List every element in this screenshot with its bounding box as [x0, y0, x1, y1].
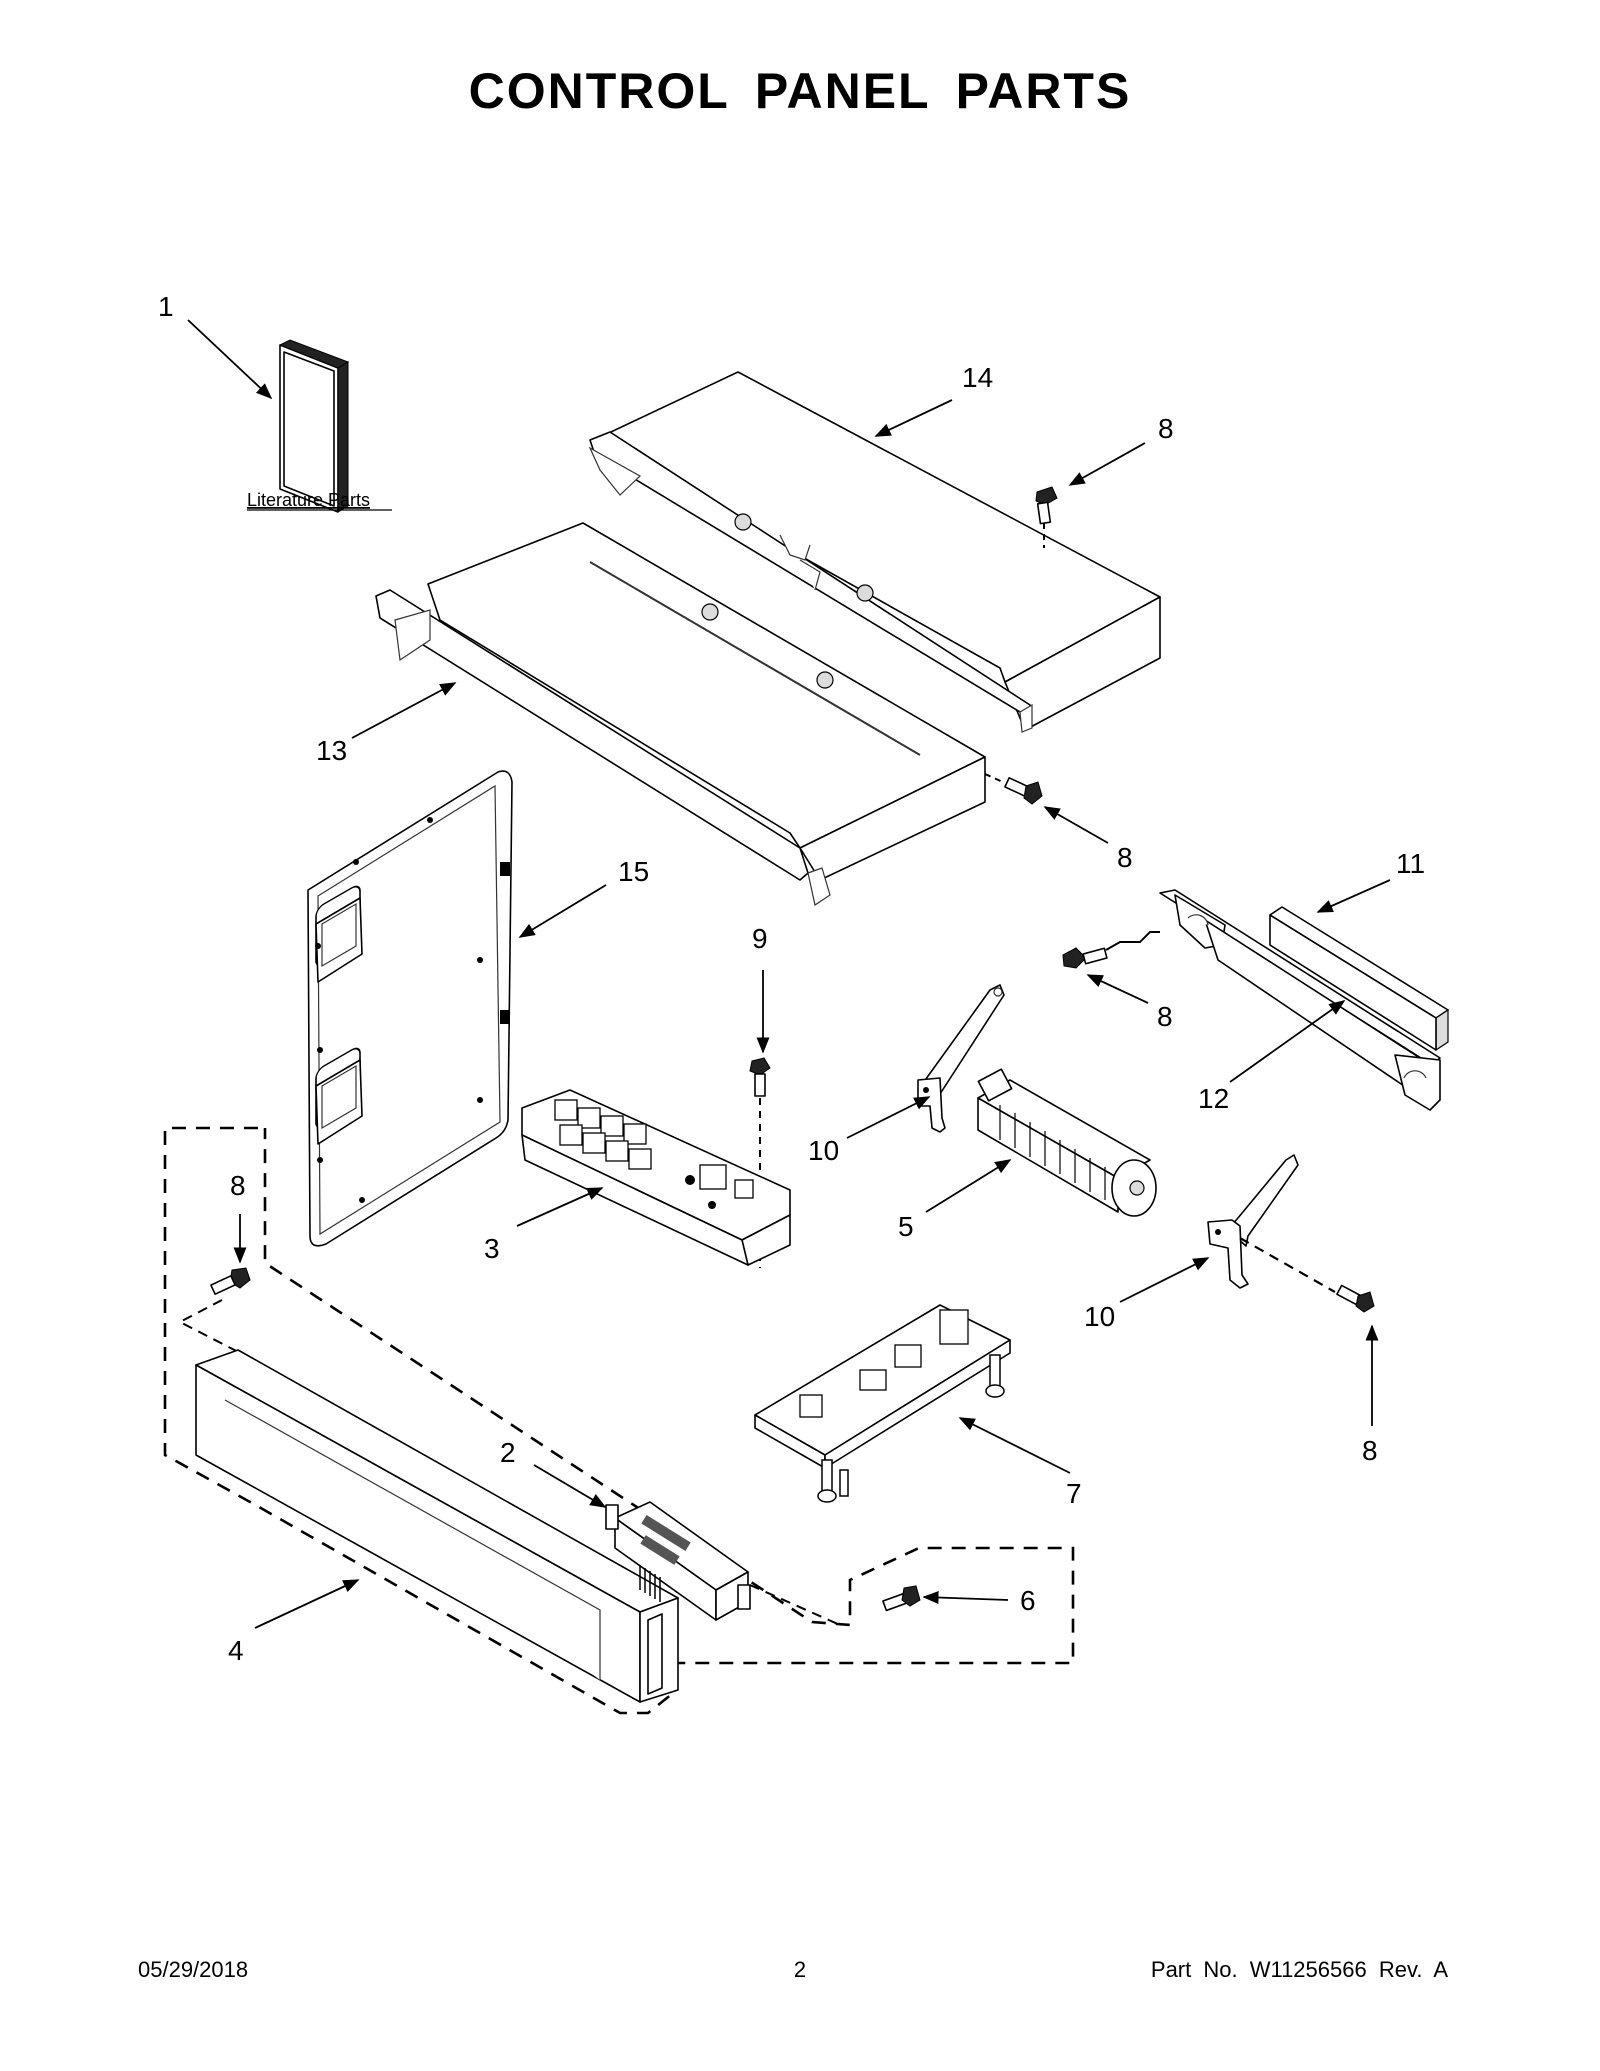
- callout-9: 9: [752, 923, 768, 954]
- latch-arm-left: [917, 984, 1005, 1133]
- callout-7: 7: [1066, 1478, 1082, 1509]
- relay-board: [521, 1089, 791, 1266]
- control-board: [754, 1304, 1011, 1503]
- callout-5: 5: [898, 1211, 914, 1242]
- leader-1: [187, 319, 273, 400]
- page-title: CONTROL PANEL PARTS: [468, 63, 1132, 119]
- screw-six: [882, 1585, 921, 1612]
- leader-15: [518, 884, 607, 938]
- leader-12: [1229, 1000, 1346, 1083]
- callout-10-right: 10: [1084, 1301, 1115, 1332]
- footer-date: 05/29/2018: [138, 1957, 249, 1982]
- callout-14: 14: [962, 362, 993, 393]
- leader-7: [958, 1417, 1071, 1474]
- insulation-strip: [1269, 906, 1449, 1052]
- cooling-blower: [977, 1068, 1157, 1217]
- leader-3: [516, 1187, 604, 1227]
- footer-page-number: 2: [793, 1957, 807, 1982]
- leader-10-left: [846, 1096, 931, 1139]
- callout-8-middle: 8: [1117, 842, 1133, 873]
- footer-part-number: Part No. W11256566 Rev. A: [1150, 1957, 1448, 1982]
- callout-8-left: 8: [230, 1170, 246, 1201]
- callout-8-right: 8: [1362, 1435, 1378, 1466]
- screw-top: [1035, 486, 1058, 548]
- latch-arm-right: [1207, 1154, 1299, 1289]
- mounting-bracket: [1159, 889, 1441, 1111]
- leader-8-top: [1068, 442, 1146, 486]
- callout-10-left: 10: [808, 1135, 839, 1166]
- callout-3: 3: [484, 1233, 500, 1264]
- upper-panel-cover: [588, 371, 1161, 733]
- control-panel-tray: [375, 522, 986, 906]
- screw-right: [1239, 1237, 1375, 1313]
- callout-4: 4: [228, 1635, 244, 1666]
- leader-13: [351, 682, 457, 739]
- callout-2: 2: [500, 1437, 516, 1468]
- leader-2: [533, 1464, 607, 1508]
- leader-4: [254, 1579, 360, 1629]
- screw-left: [210, 1267, 251, 1295]
- leader-6: [922, 1591, 1009, 1604]
- assembly-outline: [163, 1126, 1075, 1715]
- leader-10-right: [1119, 1257, 1210, 1303]
- screw-path-left: [177, 1299, 251, 1359]
- callout-11: 11: [1396, 848, 1425, 879]
- screw-middle: [984, 773, 1043, 805]
- control-panel-trim: [195, 1349, 679, 1703]
- screw-path-2: [749, 1584, 841, 1626]
- callout-1: 1: [158, 291, 174, 322]
- leader-8-bracket: [1086, 974, 1149, 1004]
- touch-control-board: [605, 1501, 751, 1621]
- callout-12: 12: [1198, 1083, 1229, 1114]
- leader-11: [1316, 879, 1391, 913]
- callout-6: 6: [1020, 1585, 1036, 1616]
- leader-5: [925, 1159, 1012, 1213]
- callout-13: 13: [316, 735, 347, 766]
- screw-bracket: [1062, 931, 1160, 969]
- callout-8-top: 8: [1158, 413, 1174, 444]
- leader-8-middle: [1043, 806, 1109, 844]
- callout-8-bracket: 8: [1157, 1001, 1173, 1032]
- leader-14: [874, 399, 953, 437]
- callout-15: 15: [618, 856, 649, 887]
- literature-parts-label: Literature Parts: [247, 490, 370, 510]
- back-panel: [307, 770, 513, 1247]
- literature-booklet: [278, 339, 350, 513]
